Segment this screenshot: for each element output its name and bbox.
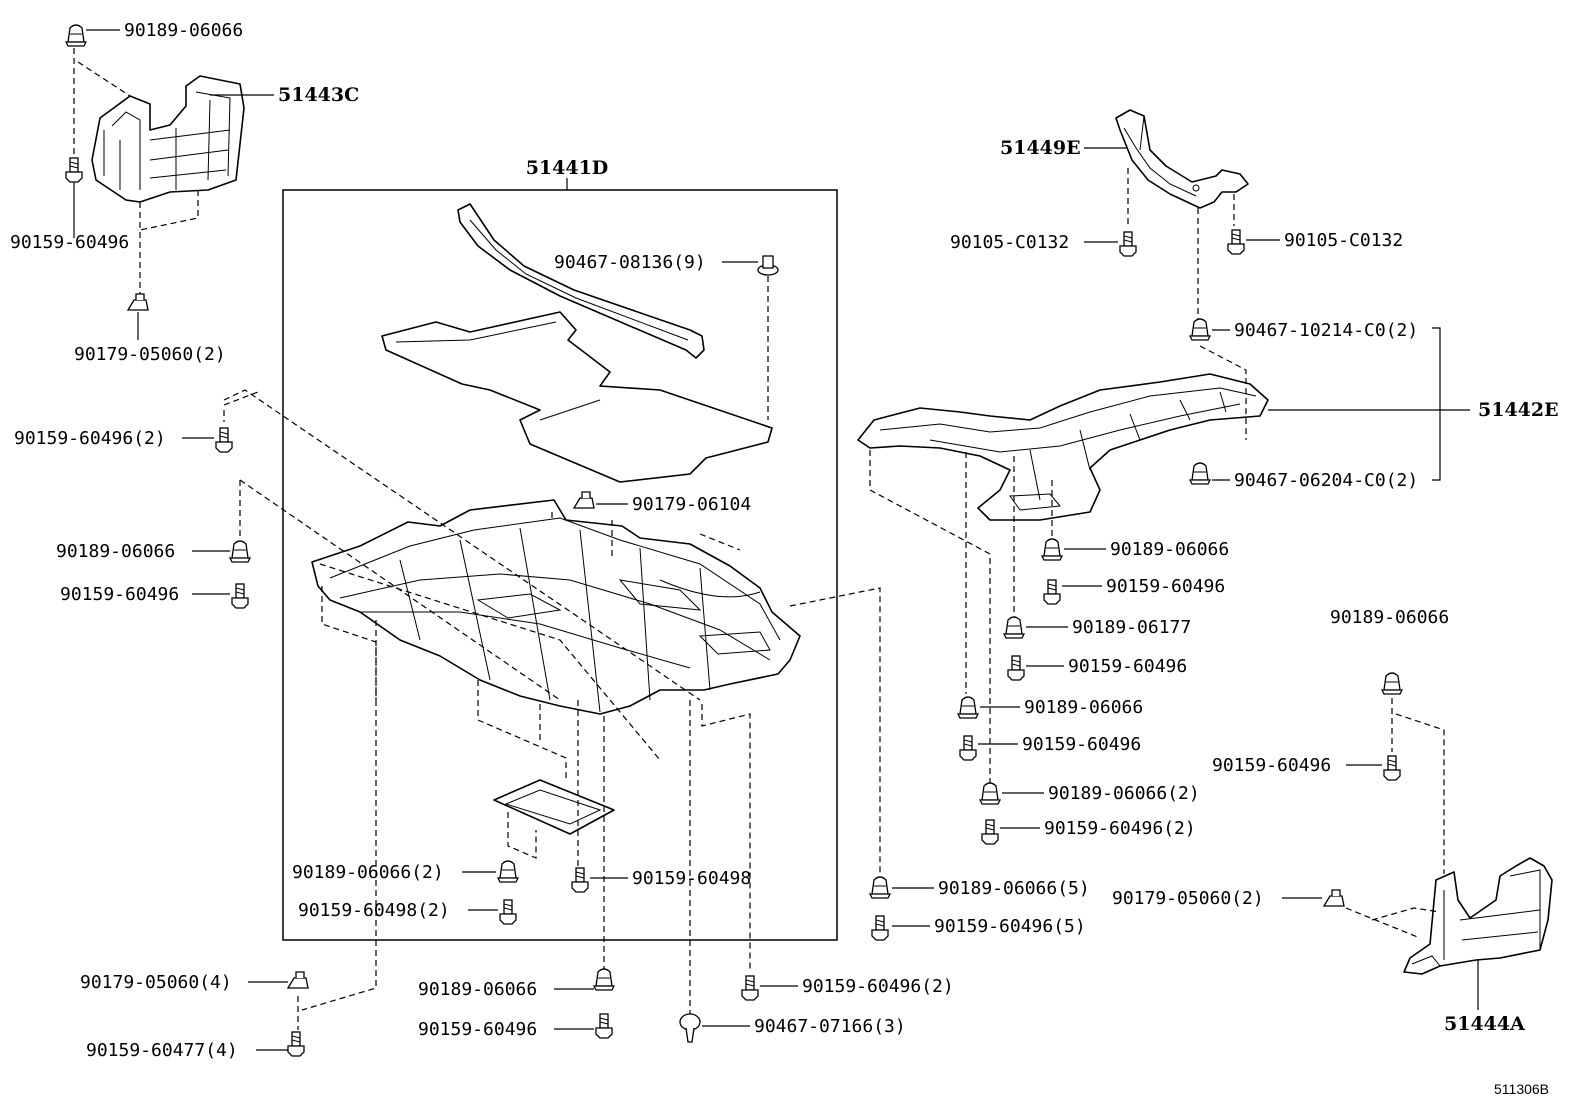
nut-icon <box>573 491 595 509</box>
front-left-cover-part <box>91 75 245 203</box>
callout-90179-06104: 90179-06104 <box>632 494 751 515</box>
callout-90159-60496-f: 90159-60496 <box>1022 734 1141 755</box>
callout-90467-07166-3: 90467-07166(3) <box>754 1016 906 1037</box>
lower-plate-part <box>493 779 615 859</box>
callout-90179-05060-4: 90179-05060(4) <box>80 972 232 993</box>
bolt-icon <box>287 1031 305 1057</box>
callout-90189-06066-a: 90189-06066 <box>124 20 243 41</box>
assembly-label-51444A: 51444A <box>1444 1013 1525 1035</box>
callout-90189-06066-c: 90189-06066 <box>418 979 537 1000</box>
bolt-icon <box>1007 655 1025 681</box>
clip-icon <box>979 782 1001 805</box>
front-left-dashes <box>73 48 199 296</box>
callout-90467-08136-9: 90467-08136(9) <box>554 252 706 273</box>
bolt-icon <box>215 427 233 453</box>
clip-icon <box>497 860 519 883</box>
assembly-label-51449E: 51449E <box>1000 137 1081 159</box>
pushclip-icon <box>757 255 779 276</box>
callout-90189-06066-b: 90189-06066 <box>56 541 175 562</box>
callout-90189-06066-e: 90189-06066 <box>1024 697 1143 718</box>
callout-90159-60496-e: 90159-60496 <box>1068 656 1187 677</box>
rivet-icon <box>679 1013 701 1043</box>
clip-icon <box>1189 462 1211 485</box>
clip-icon <box>957 696 979 719</box>
clip-icon <box>593 968 615 991</box>
callout-90189-06066-f: 90189-06066 <box>1330 607 1449 628</box>
main-undercover-dashes <box>301 512 881 1016</box>
group-box-label: 51441D <box>526 157 609 179</box>
bolt-icon <box>1119 231 1137 257</box>
callout-90159-60498: 90159-60498 <box>632 868 751 889</box>
bolt-icon <box>571 867 589 893</box>
callout-90159-60496-5: 90159-60496(5) <box>934 916 1086 937</box>
bolt-icon <box>1383 755 1401 781</box>
bolt-icon <box>595 1013 613 1039</box>
clip-icon <box>65 24 87 47</box>
nut-icon <box>287 971 309 989</box>
nut-icon <box>127 293 149 311</box>
clip-icon <box>1381 672 1403 695</box>
brace-part <box>1115 109 1249 209</box>
callout-90189-06066-2-a: 90189-06066(2) <box>292 862 444 883</box>
rear-right-cover-part <box>1403 857 1553 975</box>
callout-90189-06066-2-b: 90189-06066(2) <box>1048 783 1200 804</box>
callout-90159-60477-4: 90159-60477(4) <box>86 1040 238 1061</box>
callout-90159-60496-2-b: 90159-60496(2) <box>802 976 954 997</box>
callout-90159-60496-a: 90159-60496 <box>10 232 129 253</box>
assembly-label-51443C: 51443C <box>278 84 359 106</box>
callout-90467-10214-C0-2: 90467-10214-C0(2) <box>1234 320 1418 341</box>
callout-90159-60496-b: 90159-60496 <box>60 584 179 605</box>
callout-90159-60496-g: 90159-60496 <box>1212 755 1331 776</box>
figure-code: 511306B <box>1494 1081 1549 1097</box>
callout-90179-05060-2-b: 90179-05060(2) <box>1112 888 1264 909</box>
callout-90159-60496-d: 90159-60496 <box>1106 576 1225 597</box>
clip-icon <box>1189 318 1211 341</box>
callout-90189-06177: 90189-06177 <box>1072 617 1191 638</box>
bolt-icon <box>871 915 889 941</box>
callout-90159-60496-c: 90159-60496 <box>418 1019 537 1040</box>
assembly-label-51442E: 51442E <box>1478 399 1559 421</box>
callout-90467-06204-C0-2: 90467-06204-C0(2) <box>1234 470 1418 491</box>
main-undercover-part <box>311 499 801 715</box>
group-box <box>282 189 838 941</box>
callout-90189-06066-d: 90189-06066 <box>1110 539 1229 560</box>
callout-90105-C0132-b: 90105-C0132 <box>1284 230 1403 251</box>
bolt-icon <box>231 583 249 609</box>
bolt-icon <box>1227 229 1245 255</box>
clip-icon <box>1041 538 1063 561</box>
bolt-icon <box>741 975 759 1001</box>
callout-90105-C0132-a: 90105-C0132 <box>950 232 1069 253</box>
callout-90159-60496-2-a: 90159-60496(2) <box>14 428 166 449</box>
callout-90189-06066-5: 90189-06066(5) <box>938 878 1090 899</box>
clip-icon <box>869 876 891 899</box>
bolt-icon <box>981 819 999 845</box>
bolt-icon <box>1043 579 1061 605</box>
callout-90159-60496-2-c: 90159-60496(2) <box>1044 818 1196 839</box>
bolt-icon <box>65 157 83 183</box>
clip-icon <box>229 540 251 563</box>
callout-90179-05060-2-a: 90179-05060(2) <box>74 344 226 365</box>
clip-icon <box>1003 616 1025 639</box>
insulator-plate-part <box>381 311 773 483</box>
bolt-icon <box>499 899 517 925</box>
bolt-icon <box>959 735 977 761</box>
front-strip-part <box>457 203 705 359</box>
rear-undercover-part <box>857 373 1269 521</box>
callout-90159-60498-2: 90159-60498(2) <box>298 900 450 921</box>
nut-icon <box>1323 889 1345 907</box>
